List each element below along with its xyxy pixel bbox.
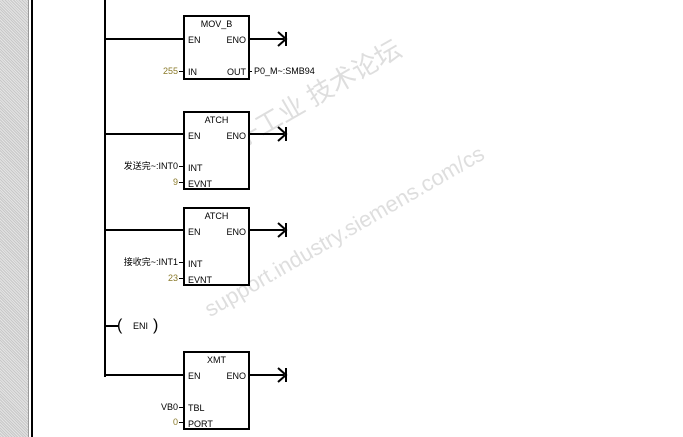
pin-port: PORT (188, 419, 213, 429)
coil-left-paren: ( (117, 317, 123, 334)
pin-eno: ENO (226, 131, 246, 141)
rung-wire (104, 374, 184, 376)
rung-wire (104, 229, 184, 231)
eno-wire (248, 374, 284, 376)
rung-wire (104, 133, 184, 135)
rung-end-arrow-icon (277, 31, 288, 47)
coil-label: ENI (133, 321, 149, 331)
rung-wire (104, 38, 184, 40)
block-title: XMT (207, 355, 226, 365)
atch-block-1[interactable]: ATCH EN ENO INT EVNT (183, 111, 250, 190)
pin-en: EN (188, 131, 201, 141)
block-title: MOV_B (200, 19, 233, 29)
pin-evnt: EVNT (188, 275, 213, 285)
eno-wire (248, 229, 284, 231)
pin-tbl: TBL (188, 403, 205, 413)
left-border (31, 0, 33, 437)
pin-in: IN (188, 67, 197, 77)
left-margin-strip (0, 0, 29, 437)
operand-tbl[interactable]: VB0 (160, 402, 178, 412)
power-rail (104, 0, 106, 377)
operand-int[interactable]: 接收完~:INT1 (123, 257, 178, 267)
eni-coil[interactable]: ( ENI ) (117, 317, 163, 335)
xmt-block[interactable]: XMT EN ENO TBL PORT (183, 351, 250, 430)
pin-int: INT (188, 259, 203, 269)
eno-wire (248, 38, 284, 40)
operand-port[interactable]: 0 (172, 417, 178, 427)
block-title: ATCH (204, 115, 229, 125)
rung-end-arrow-icon (277, 367, 288, 383)
rung-end-arrow-icon (277, 222, 288, 238)
block-title: ATCH (204, 211, 229, 221)
pin-eno: ENO (226, 371, 246, 381)
mov-b-block[interactable]: MOV_B EN ENO IN OUT (183, 15, 250, 80)
pin-eno: ENO (226, 227, 246, 237)
eno-wire (248, 133, 284, 135)
operand-int[interactable]: 发送完~:INT0 (123, 161, 178, 171)
pin-eno: ENO (226, 35, 246, 45)
operand-evnt[interactable]: 9 (172, 177, 178, 187)
pin-en: EN (188, 371, 201, 381)
operand-in[interactable]: 255 (162, 66, 178, 76)
pin-en: EN (188, 35, 201, 45)
coil-right-paren: ) (153, 317, 159, 334)
operand-out[interactable]: P0_M~:SMB94 (254, 66, 315, 76)
pin-out: OUT (227, 67, 246, 77)
operand-evnt[interactable]: 23 (167, 273, 178, 283)
pin-evnt: EVNT (188, 179, 213, 189)
atch-block-2[interactable]: ATCH EN ENO INT EVNT (183, 207, 250, 286)
pin-en: EN (188, 227, 201, 237)
rung-wire (104, 325, 118, 327)
pin-int: INT (188, 163, 203, 173)
rung-end-arrow-icon (277, 126, 288, 142)
